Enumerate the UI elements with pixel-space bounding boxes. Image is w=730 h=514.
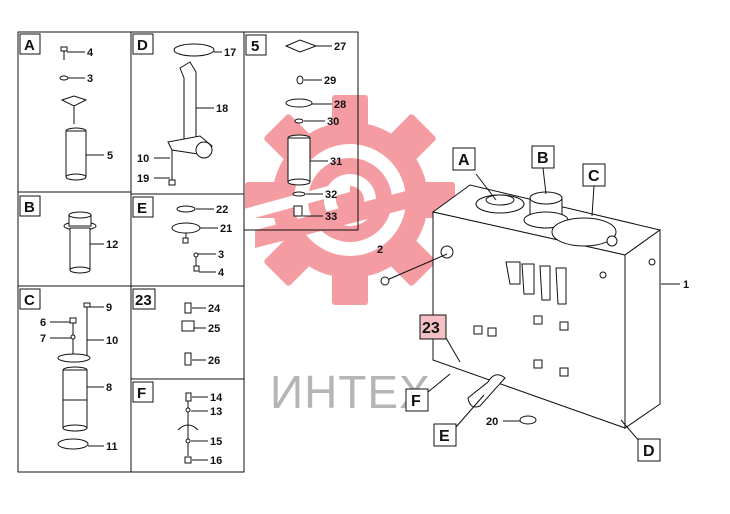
main-callout-e-box xyxy=(433,423,457,447)
panel-f-callout-13: 13 xyxy=(210,406,222,418)
panel-5-parts xyxy=(284,39,332,217)
panel-a-callout-3: 3 xyxy=(87,73,93,85)
panel-5-label-box xyxy=(245,34,267,56)
panel-b-label: B xyxy=(24,199,35,216)
panel-f-frame xyxy=(130,378,245,473)
panel-f-parts xyxy=(177,392,208,464)
panel-c-callout-11: 11 xyxy=(106,441,118,453)
panel-c-parts xyxy=(50,302,104,450)
main-callout-a: A xyxy=(458,152,470,169)
panel-c-label: C xyxy=(24,292,35,309)
main-part-2: 2 xyxy=(377,244,383,256)
panel-b-parts xyxy=(63,211,104,274)
leader-e xyxy=(455,394,485,428)
panel-f-label-box xyxy=(132,381,154,403)
main-callout-a-box xyxy=(452,147,476,171)
main-callout-b: B xyxy=(537,150,549,167)
panel-5-callout-29: 29 xyxy=(324,75,336,87)
main-callout-e: E xyxy=(439,428,450,445)
watermark-text: ИНТЕХ xyxy=(270,366,431,418)
panel-d-callout-10: 10 xyxy=(137,153,149,165)
panel-e-parts xyxy=(171,205,218,273)
panel-f-callout-15: 15 xyxy=(210,436,222,448)
main-callout-d: D xyxy=(643,443,655,460)
main-callout-23-box xyxy=(419,314,447,340)
main-callout-f-box xyxy=(405,388,429,412)
leader-2 xyxy=(386,253,448,281)
main-callout-d-box xyxy=(637,438,661,462)
panel-5-callout-32: 32 xyxy=(325,189,337,201)
main-callout-23: 23 xyxy=(422,320,440,337)
panel-5-frame xyxy=(244,31,359,231)
panel-c-label-box xyxy=(19,288,41,310)
panel-f-label: F xyxy=(137,385,146,402)
panel-e-callout-21: 21 xyxy=(220,223,232,235)
main-part-1: 1 xyxy=(683,279,689,291)
panel-d-callout-18: 18 xyxy=(216,103,228,115)
panel-b-label-box xyxy=(19,195,41,217)
part-2-washer xyxy=(380,276,390,286)
panel-e-callout-4: 4 xyxy=(218,267,225,279)
panel-23-label-box xyxy=(132,288,156,310)
panel-d-callout-19: 19 xyxy=(137,173,149,185)
panel-c-callout-6: 6 xyxy=(40,317,46,329)
leader-f xyxy=(427,373,451,393)
panel-d-label: D xyxy=(137,37,148,54)
panel-5-callout-31: 31 xyxy=(330,156,342,168)
panel-a-callout-4: 4 xyxy=(87,47,94,59)
panel-c-callout-10: 10 xyxy=(106,335,118,347)
leader-a xyxy=(475,173,497,201)
panel-5-callout-27: 27 xyxy=(334,41,346,53)
main-callout-f: F xyxy=(411,393,421,410)
panel-f-callout-14: 14 xyxy=(210,392,223,404)
panel-a-label: A xyxy=(24,37,35,54)
panel-e-callout-22: 22 xyxy=(216,204,228,216)
panel-23-callout-25: 25 xyxy=(208,323,220,335)
panel-5-callout-28: 28 xyxy=(334,99,346,111)
main-callout-b-box xyxy=(531,145,555,169)
leader-b xyxy=(542,167,547,195)
leader-d xyxy=(620,419,641,443)
panel-f-callout-16: 16 xyxy=(210,455,222,467)
panel-5-callout-33: 33 xyxy=(325,211,337,223)
panel-c-callout-8: 8 xyxy=(106,382,112,394)
main-part-20: 20 xyxy=(486,416,498,428)
leader-c xyxy=(591,185,595,217)
panel-c-callout-9: 9 xyxy=(106,302,112,314)
leader-23 xyxy=(445,337,461,363)
panel-d-parts xyxy=(154,43,222,186)
panel-e-callout-3: 3 xyxy=(218,249,224,261)
panel-d-label-box xyxy=(132,33,154,55)
main-callout-c: C xyxy=(588,168,600,185)
watermark-logo xyxy=(240,95,455,305)
panel-a-callout-5: 5 xyxy=(107,150,113,162)
panel-e-label: E xyxy=(137,200,147,217)
panel-23-parts xyxy=(181,302,206,366)
panel-23-callout-24: 24 xyxy=(208,303,221,315)
panel-a-parts xyxy=(59,46,104,181)
panel-5-callout-30: 30 xyxy=(327,116,339,128)
main-callout-c-box xyxy=(582,163,606,187)
panel-d-callout-17: 17 xyxy=(224,47,236,59)
panel-23-callout-26: 26 xyxy=(208,355,220,367)
panel-23-label: 23 xyxy=(135,292,152,309)
hydraulic-tank xyxy=(431,184,662,429)
panel-b-callout-12: 12 xyxy=(106,239,118,251)
panel-a-label-box xyxy=(19,33,41,55)
panel-5-label: 5 xyxy=(251,38,259,55)
panel-e-label-box xyxy=(132,196,154,218)
panel-c-callout-7: 7 xyxy=(40,333,46,345)
